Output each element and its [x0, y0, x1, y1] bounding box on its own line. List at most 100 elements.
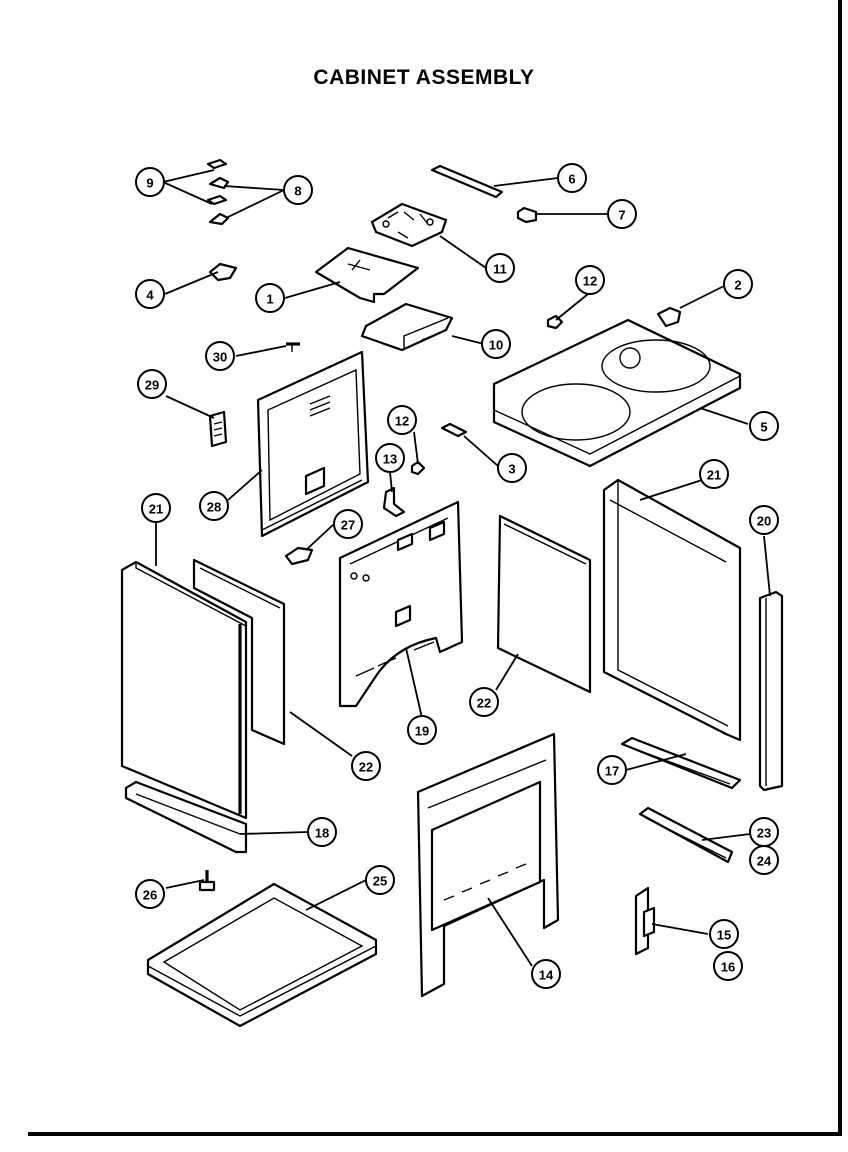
- callout-circle: [749, 845, 779, 875]
- callout-number: 12: [583, 274, 597, 289]
- callout-number: 24: [757, 854, 772, 869]
- callout-circle: [699, 459, 729, 489]
- part-hinge-15-16: [634, 886, 656, 956]
- callout-circle: [531, 959, 561, 989]
- callout-5: 5: [749, 411, 779, 441]
- callout-number: 25: [373, 874, 387, 889]
- callout-number: 17: [605, 764, 619, 779]
- part-front-frame-14: [416, 732, 560, 998]
- callout-28: 28: [199, 491, 229, 521]
- callout-circle: [365, 865, 395, 895]
- part-clip-4: [208, 262, 238, 282]
- callout-2: 2: [723, 269, 753, 299]
- callout-number: 30: [213, 350, 227, 365]
- page-border-right: [838, 0, 842, 1136]
- callout-number: 10: [489, 338, 503, 353]
- callout-24: 24: [749, 845, 779, 875]
- callout-number: 8: [294, 184, 301, 199]
- part-bracket-13: [382, 486, 406, 518]
- callout-circle: [497, 453, 527, 483]
- callout-number: 5: [760, 420, 767, 435]
- callout-number: 3: [508, 462, 515, 477]
- callout-number: 9: [146, 176, 153, 191]
- callout-circle: [351, 751, 381, 781]
- callout-12: 12: [575, 265, 605, 295]
- callout-circle: [713, 951, 743, 981]
- callout-number: 29: [145, 378, 159, 393]
- callout-1: 1: [255, 283, 285, 313]
- part-clip-3: [440, 422, 468, 438]
- callout-circle: [485, 253, 515, 283]
- callout-circle: [283, 175, 313, 205]
- callout-21: 21: [141, 493, 171, 523]
- callout-number: 2: [734, 278, 741, 293]
- callout-30: 30: [205, 341, 235, 371]
- callout-15: 15: [709, 919, 739, 949]
- callout-27: 27: [333, 509, 363, 539]
- callout-number: 27: [341, 518, 355, 533]
- callout-number: 19: [415, 724, 429, 739]
- callout-20: 20: [749, 505, 779, 535]
- part-back-panel-28: [256, 350, 370, 538]
- callout-circle: [557, 163, 587, 193]
- callout-circle: [469, 687, 499, 717]
- callout-number: 21: [149, 502, 163, 517]
- part-corner-strip-20: [758, 590, 784, 792]
- callout-circle: [597, 755, 627, 785]
- part-clip-2: [656, 306, 682, 328]
- callout-circle: [135, 879, 165, 909]
- callout-number: 13: [383, 452, 397, 467]
- callout-circle: [199, 491, 229, 521]
- callout-22: 22: [469, 687, 499, 717]
- callout-6: 6: [557, 163, 587, 193]
- part-side-panel-21-left: [120, 560, 248, 820]
- callout-number: 21: [707, 468, 721, 483]
- part-block-7: [516, 206, 538, 224]
- part-liner-22-left: [192, 558, 286, 746]
- callout-3: 3: [497, 453, 527, 483]
- callout-8: 8: [283, 175, 313, 205]
- callout-16: 16: [713, 951, 743, 981]
- callout-11: 11: [485, 253, 515, 283]
- callout-number: 23: [757, 826, 771, 841]
- part-rail-17: [620, 736, 742, 790]
- callout-22: 22: [351, 751, 381, 781]
- callout-10: 10: [481, 329, 511, 359]
- callout-number: 18: [315, 826, 329, 841]
- callout-number: 11: [493, 262, 507, 277]
- callout-19: 19: [407, 715, 437, 745]
- callout-26: 26: [135, 879, 165, 909]
- part-plate-29: [208, 410, 228, 448]
- callout-7: 7: [607, 199, 637, 229]
- part-rear-panel-19: [338, 500, 464, 708]
- callout-13: 13: [375, 443, 405, 473]
- callout-circle: [135, 167, 165, 197]
- callout-21: 21: [699, 459, 729, 489]
- part-block-27: [284, 546, 314, 566]
- page-border-bottom: [28, 1132, 838, 1136]
- callout-17: 17: [597, 755, 627, 785]
- callout-circle: [205, 341, 235, 371]
- callout-circle: [575, 265, 605, 295]
- callout-number: 4: [146, 288, 154, 303]
- callout-circle: [307, 817, 337, 847]
- callout-4: 4: [135, 279, 165, 309]
- callout-number: 15: [717, 928, 731, 943]
- callout-circle: [137, 369, 167, 399]
- callout-circle: [333, 509, 363, 539]
- callout-9: 9: [135, 167, 165, 197]
- callout-number: 7: [618, 208, 625, 223]
- callout-circle: [723, 269, 753, 299]
- callout-number: 14: [539, 968, 554, 983]
- callout-circle: [387, 405, 417, 435]
- part-clips: [206, 158, 230, 226]
- leader-lines: [155, 169, 771, 967]
- callout-circle: [255, 283, 285, 313]
- callout-25: 25: [365, 865, 395, 895]
- callout-circle: [749, 411, 779, 441]
- callout-circle: [481, 329, 511, 359]
- callout-18: 18: [307, 817, 337, 847]
- part-drawer-25: [146, 882, 378, 1028]
- callout-number: 6: [568, 172, 575, 187]
